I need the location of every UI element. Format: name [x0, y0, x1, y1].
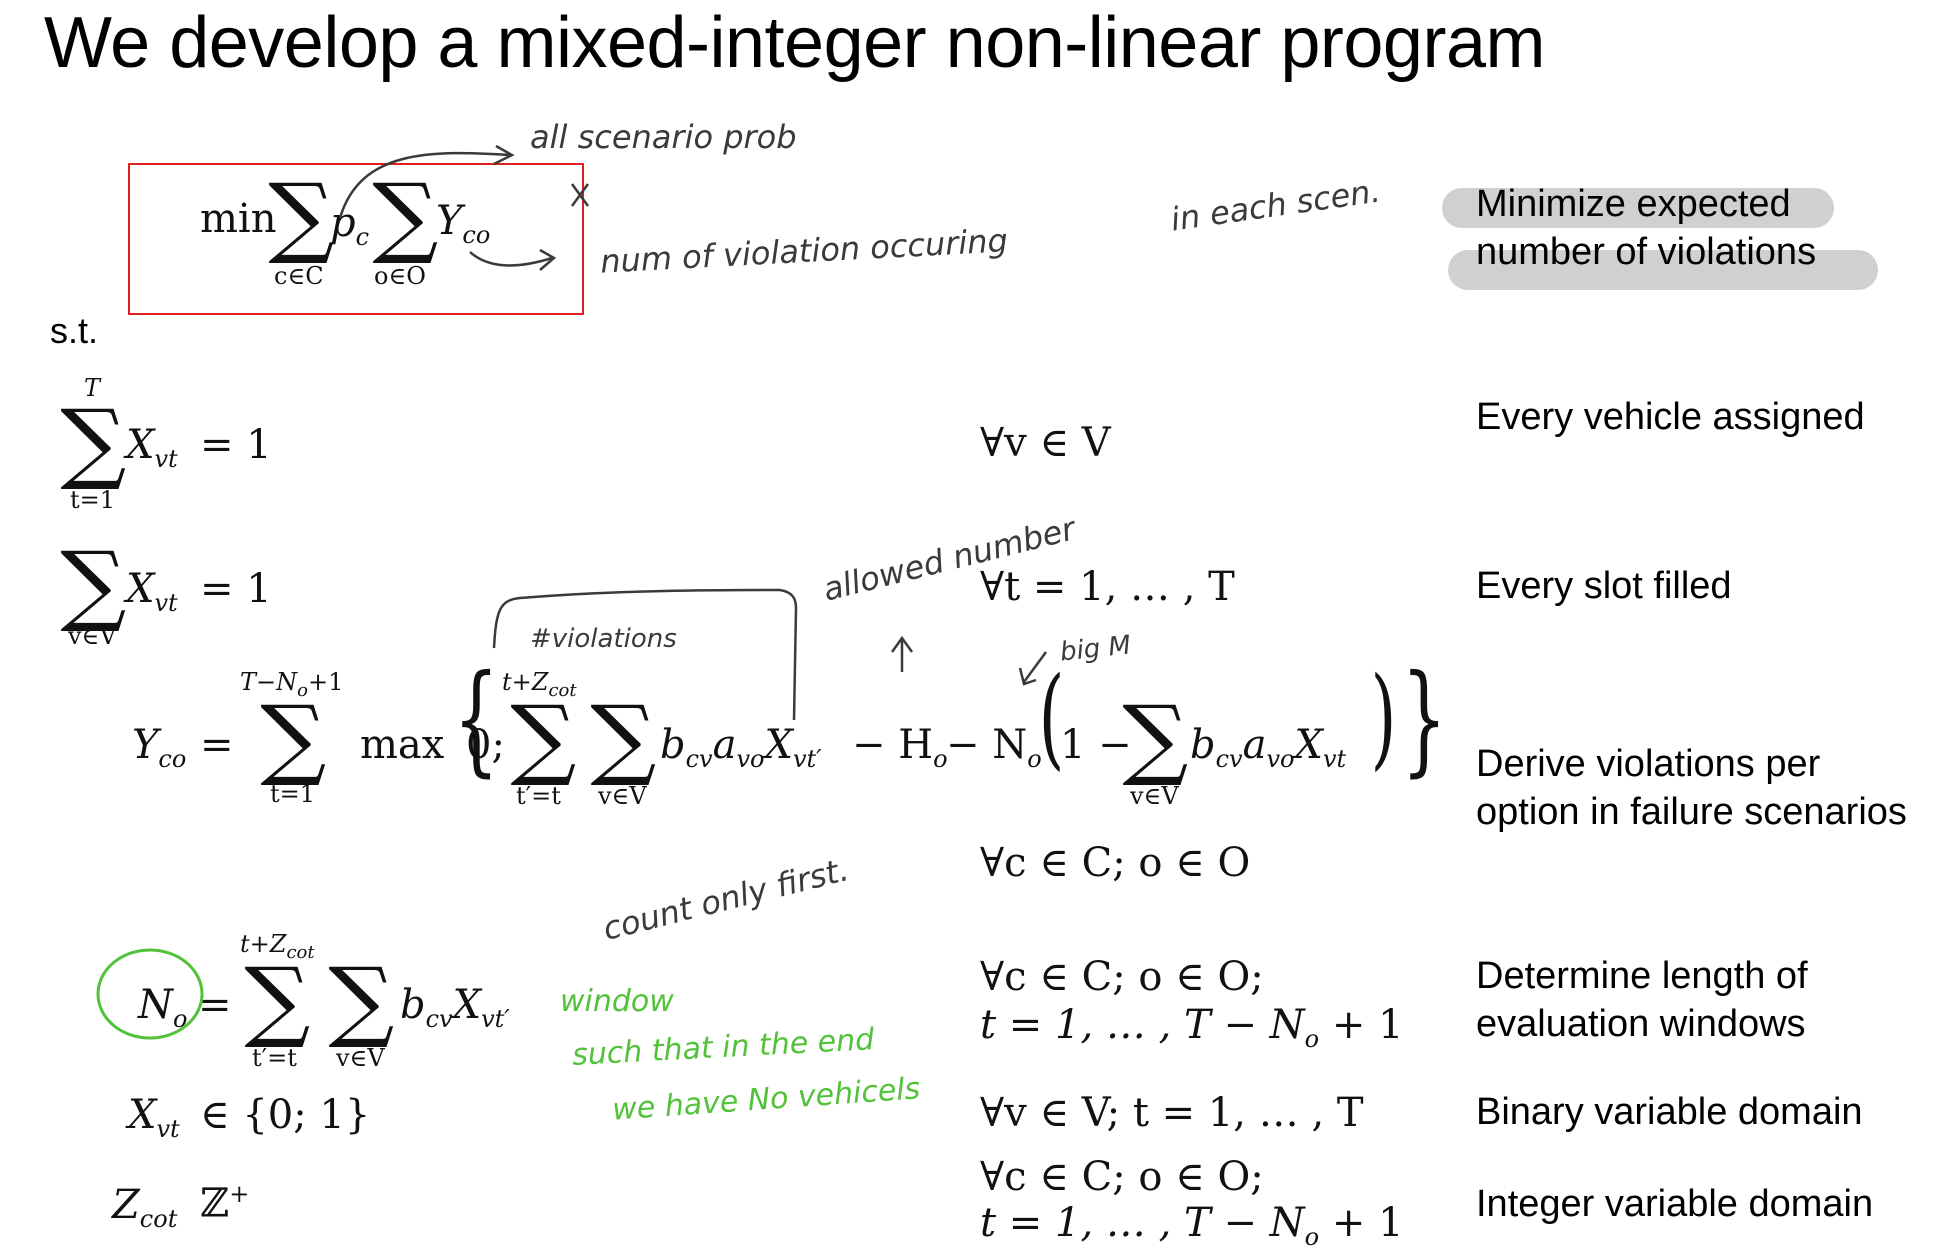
- c3-inner-sum-2: ∑: [590, 686, 657, 789]
- c2-lhs: Xvt: [126, 566, 178, 617]
- c3-max: max: [360, 722, 445, 768]
- objective-sum-1-sub: c∈C: [274, 262, 324, 290]
- objective-y: Yco: [436, 198, 491, 249]
- arrow-to-num-violations: [469, 251, 553, 267]
- annotation-window: window: [560, 984, 674, 1019]
- arrow-big-m: [1018, 651, 1048, 686]
- arrow-to-all-scenario-prob: [338, 151, 511, 219]
- c3-term-2: bcvavoXvt: [1190, 722, 1347, 773]
- c3-zero: 0;: [466, 722, 505, 768]
- c3-description-line-1: Derive violations per: [1476, 743, 1821, 785]
- c4-sum-sub-2: v∈V: [336, 1044, 385, 1072]
- objective-min: min: [200, 196, 277, 242]
- c4-sum-1: ∑: [244, 948, 311, 1051]
- c4-description-line-2: evaluation windows: [1476, 1003, 1806, 1045]
- c3-right-paren: ): [1370, 653, 1397, 781]
- c4-sum-sub-1: t′=t: [252, 1044, 297, 1072]
- c2-sum: ∑: [60, 532, 127, 635]
- c3-left-brace: {: [453, 650, 500, 789]
- arrow-up-allowed: [890, 635, 914, 672]
- c4-domain-line-1: ∀c ∈ C; o ∈ O;: [980, 954, 1264, 1000]
- c4-sum-top: t+Zcot: [240, 930, 315, 963]
- objective-box: [128, 163, 584, 315]
- x-mark: [570, 183, 590, 207]
- c2-domain: ∀t = 1, … , T: [980, 564, 1235, 610]
- c4-n: No: [138, 982, 188, 1033]
- annotation-all-scenario-prob: all scenario prob: [530, 118, 797, 156]
- c1-lhs: Xvt: [126, 422, 178, 473]
- c5-lhs: Xvt: [128, 1092, 180, 1143]
- arrow-head-all-scenario-prob: [493, 144, 515, 166]
- c5-rhs: ∈ {0; 1}: [200, 1092, 371, 1138]
- c3-inner-sum-1: ∑: [510, 686, 577, 789]
- annotation-violations: #violations: [530, 624, 677, 654]
- c3-domain: ∀c ∈ C; o ∈ O: [980, 840, 1251, 886]
- c2-rhs: = 1: [200, 566, 272, 612]
- c3-term-1: bcvavoXvt′: [660, 722, 822, 773]
- c1-rhs: = 1: [200, 422, 272, 468]
- c3-sum-sub: t=1: [270, 780, 316, 808]
- c6-rhs: ℤ+: [200, 1180, 250, 1227]
- c4-description-line-1: Determine length of: [1476, 955, 1808, 997]
- c4-domain-line-2: t = 1, … , T − No + 1: [980, 1002, 1404, 1053]
- c3-inner-top: t+Zcot: [502, 668, 577, 701]
- objective-sum-2-sub: o∈O: [374, 262, 426, 290]
- objective-sum-1: ∑: [268, 164, 335, 267]
- c1-description: Every vehicle assigned: [1476, 396, 1865, 438]
- c4-eq: =: [198, 982, 232, 1028]
- c3-inner-sub-1: t′=t: [516, 782, 561, 810]
- violations-bracket: [492, 588, 798, 721]
- c1-sum: ∑: [60, 390, 127, 493]
- c2-description: Every slot filled: [1476, 565, 1732, 607]
- arrow-head-num-violations: [539, 248, 557, 271]
- c1-domain: ∀v ∈ V: [980, 420, 1111, 466]
- c3-one-minus: 1 −: [1060, 722, 1132, 768]
- c3-inner-sub-2: v∈V: [598, 782, 647, 810]
- subject-to-label: s.t.: [50, 310, 99, 351]
- highlight-mark-1: [1442, 188, 1834, 228]
- c6-description: Integer variable domain: [1476, 1183, 1874, 1225]
- c3-description-line-2: option in failure scenarios: [1476, 791, 1907, 833]
- c5-domain: ∀v ∈ V; t = 1, … , T: [980, 1090, 1364, 1136]
- c5-description: Binary variable domain: [1476, 1091, 1863, 1133]
- c3-y: Yco: [132, 722, 187, 773]
- objective-description-line-1: Minimize expected: [1476, 183, 1791, 225]
- c3-right-brace: }: [1401, 650, 1448, 789]
- c3-minus-n: − No: [946, 722, 1042, 773]
- c3-sum-top: T−No+1: [240, 668, 344, 701]
- c1-sum-top: T: [84, 374, 101, 402]
- c4-sum-2: ∑: [328, 948, 395, 1051]
- c3-eq: =: [200, 722, 234, 768]
- highlight-mark-2: [1448, 250, 1878, 290]
- c3-minus-h: − Ho: [852, 722, 948, 773]
- c3-inner-sub-3: v∈V: [1130, 782, 1179, 810]
- c3-left-paren: (: [1038, 653, 1065, 781]
- c4-term: bcvXvt′: [400, 982, 510, 1033]
- objective-sum-2: ∑: [372, 164, 439, 267]
- green-circle-n-o: [96, 948, 204, 1040]
- c1-sum-sub: t=1: [70, 486, 116, 514]
- objective-description-line-2: number of violations: [1476, 231, 1817, 273]
- c6-domain-line-2: t = 1, … , T − No + 1: [980, 1200, 1404, 1251]
- slide-title: We develop a mixed-integer non-linear pr…: [44, 3, 1545, 83]
- c3-sum: ∑: [260, 686, 327, 789]
- c3-inner-sum-3: ∑: [1122, 686, 1189, 789]
- c2-sum-sub: v∈V: [68, 622, 117, 650]
- c6-lhs: Zcot: [112, 1182, 178, 1233]
- c6-domain-line-1: ∀c ∈ C; o ∈ O;: [980, 1154, 1264, 1200]
